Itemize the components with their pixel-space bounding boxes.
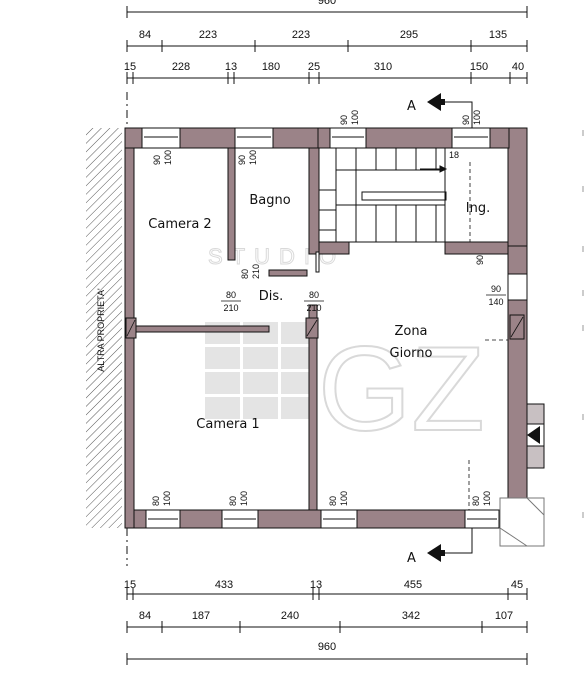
svg-text:100: 100 xyxy=(239,491,249,506)
dim-label: 295 xyxy=(400,29,418,41)
svg-text:140: 140 xyxy=(488,297,503,307)
windows xyxy=(141,127,528,529)
dim-label: 455 xyxy=(404,579,422,591)
dim-label: 40 xyxy=(512,61,524,73)
dim-label: 342 xyxy=(402,610,420,622)
door-label-entrance: 90 140 xyxy=(486,284,506,307)
svg-text:90: 90 xyxy=(475,255,485,265)
dim-label: 433 xyxy=(215,579,233,591)
window-labels: 90 100 90 100 90 100 90 100 80 100 80 10… xyxy=(151,110,492,506)
svg-text:100: 100 xyxy=(339,491,349,506)
svg-text:100: 100 xyxy=(162,491,172,506)
neighbor-property-label: ALTRA PROPRIETA' xyxy=(96,288,106,372)
svg-text:A: A xyxy=(407,99,416,114)
svg-text:210: 210 xyxy=(306,303,321,313)
dim-label: 84 xyxy=(139,610,151,622)
room-label-zona-1: Zona xyxy=(394,324,427,339)
svg-text:210: 210 xyxy=(223,303,238,313)
stair-step-count: 18 xyxy=(449,150,459,160)
svg-text:80: 80 xyxy=(151,496,161,506)
top-dimensions xyxy=(126,6,528,84)
dim-label: 15 xyxy=(124,61,136,73)
svg-text:100: 100 xyxy=(482,491,492,506)
dim-label: 223 xyxy=(292,29,310,41)
svg-text:80: 80 xyxy=(309,290,319,300)
door-label-dis-right: 80 210 xyxy=(304,290,324,313)
dim-label: 180 xyxy=(262,61,280,73)
svg-text:90: 90 xyxy=(339,115,349,125)
svg-text:90: 90 xyxy=(461,115,471,125)
svg-text:100: 100 xyxy=(350,110,360,125)
svg-text:210: 210 xyxy=(251,264,261,279)
room-label-camera2: Camera 2 xyxy=(148,217,211,232)
room-label-bagno: Bagno xyxy=(249,193,290,208)
dim-label: 150 xyxy=(470,61,488,73)
svg-text:90: 90 xyxy=(237,155,247,165)
dim-label: 240 xyxy=(281,610,299,622)
svg-text:90: 90 xyxy=(491,284,501,294)
top-dimension-labels: 960 84 223 223 295 135 15 228 13 180 25 … xyxy=(124,0,524,73)
svg-text:100: 100 xyxy=(163,150,173,165)
entrance-steps xyxy=(499,497,545,547)
studio-watermark: STUDIO GZ xyxy=(205,244,486,457)
room-label-dis: Dis. xyxy=(259,289,284,304)
dim-label: 135 xyxy=(489,29,507,41)
door-label-dis-left: 80 210 xyxy=(221,290,241,313)
svg-text:80: 80 xyxy=(240,269,250,279)
dim-label: 25 xyxy=(308,61,320,73)
dim-label: 310 xyxy=(374,61,392,73)
dim-label: 45 xyxy=(511,579,523,591)
dim-label: 84 xyxy=(139,29,151,41)
dim-label: 13 xyxy=(225,61,237,73)
opening-ticks xyxy=(144,136,497,520)
bottom-dimension-labels: 15 433 13 455 45 84 187 240 342 107 960 xyxy=(124,579,523,653)
svg-text:80: 80 xyxy=(471,496,481,506)
svg-text:100: 100 xyxy=(472,110,482,125)
room-label-ingresso: Ing. xyxy=(466,201,490,216)
room-label-zona-2: Giorno xyxy=(390,346,433,361)
svg-text:80: 80 xyxy=(226,290,236,300)
dim-label: 13 xyxy=(310,579,322,591)
chimney xyxy=(526,403,545,469)
neighbor-property-hatch xyxy=(86,128,122,528)
svg-text:80: 80 xyxy=(328,496,338,506)
svg-text:100: 100 xyxy=(248,150,258,165)
dim-label: 223 xyxy=(199,29,217,41)
dim-bottom-total: 960 xyxy=(318,641,336,653)
dim-label: 15 xyxy=(124,579,136,591)
svg-text:80: 80 xyxy=(228,496,238,506)
watermark-letters: GZ xyxy=(318,322,485,456)
svg-text:90: 90 xyxy=(152,155,162,165)
section-marker-top: A xyxy=(407,93,473,130)
jamb-hatches xyxy=(126,316,524,338)
door-swings xyxy=(468,162,508,510)
bottom-dimensions xyxy=(126,588,528,665)
dim-top-total: 960 xyxy=(318,0,336,7)
section-marker-bottom: A xyxy=(407,526,473,566)
room-label-camera1: Camera 1 xyxy=(196,417,259,432)
dim-label: 228 xyxy=(172,61,190,73)
staircase xyxy=(319,147,448,243)
dim-label: 107 xyxy=(495,610,513,622)
svg-text:A: A xyxy=(407,551,416,566)
dim-label: 187 xyxy=(192,610,210,622)
